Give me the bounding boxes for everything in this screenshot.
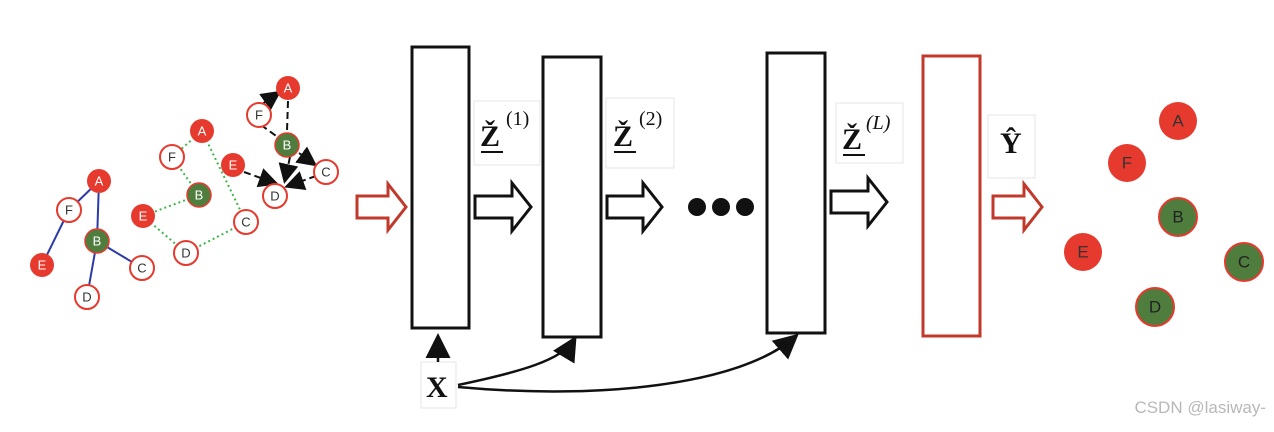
graph1-node-e: E — [30, 253, 54, 277]
graph3-label-e: E — [229, 158, 238, 173]
x-label: X — [426, 371, 448, 404]
graph3-node-d: D — [262, 183, 288, 209]
graph3-label-a: A — [284, 81, 293, 96]
x-connections — [425, 333, 799, 393]
z1-label: Ž (1) — [480, 108, 529, 153]
graph1-node-f: F — [56, 197, 82, 223]
graph2-node-e: E — [131, 204, 155, 228]
z1-symbol: Ž — [480, 120, 500, 153]
output-node-e: E — [1064, 233, 1102, 271]
layer-box-2 — [541, 55, 603, 339]
graph1-label-d: D — [82, 290, 91, 305]
arrow-layerl-to-output — [829, 173, 889, 231]
yhat-label-box — [987, 114, 1036, 179]
graph1-label-c: C — [137, 261, 146, 276]
graph2-label-f: F — [168, 150, 176, 165]
graph3-label-f: F — [255, 108, 263, 123]
graph2-label-b: B — [195, 188, 204, 203]
graph1-node-a: A — [87, 169, 111, 193]
layer-box-l — [765, 51, 827, 335]
graph2-node-c: C — [233, 209, 259, 235]
graph1-node-b: B — [84, 228, 110, 254]
edge-e-d — [243, 168, 279, 188]
z2-symbol: Ž — [613, 120, 633, 153]
graph3-label-d: D — [270, 189, 279, 204]
output-graph: A F B E C D — [1064, 102, 1264, 327]
output-label-a: A — [1172, 112, 1184, 131]
output-label-b: B — [1172, 208, 1183, 227]
edge-a-c — [201, 130, 247, 223]
edge-f-b — [260, 124, 280, 139]
arrow-layer1-to-layer2 — [473, 178, 533, 236]
edge-b-c — [295, 146, 318, 167]
graph1-label-f: F — [65, 203, 73, 218]
zl-superscript: (L) — [866, 112, 891, 134]
z1-label-box — [473, 100, 541, 166]
graph3-node-f: F — [246, 102, 272, 128]
input-graph-1: A F B E C D — [30, 169, 155, 310]
output-node-d: D — [1135, 287, 1175, 327]
output-node-b: B — [1158, 197, 1198, 237]
graph3-node-a: A — [276, 76, 300, 100]
y-hat-label: Ŷ — [1000, 127, 1022, 160]
output-node-a: A — [1159, 102, 1197, 140]
graph3-label-c: C — [321, 165, 330, 180]
graph3-node-e: E — [221, 153, 245, 177]
graph2-label-c: C — [241, 215, 250, 230]
graph3-node-b: B — [274, 132, 300, 158]
output-layer-box — [921, 54, 982, 338]
graph3-node-c: C — [313, 159, 339, 185]
edge-b-d — [278, 156, 299, 184]
graph1-label-b: B — [93, 234, 102, 249]
watermark: CSDN @lasiway- — [1134, 398, 1266, 417]
input-graph-3: A F B E C D — [221, 76, 339, 209]
z1-superscript: (1) — [506, 108, 529, 130]
graph3-label-b: B — [283, 138, 292, 153]
graph1-node-c: C — [129, 255, 155, 281]
graph1-label-e: E — [38, 258, 47, 273]
edge-c-d — [284, 171, 317, 191]
ellipsis-dots — [688, 198, 754, 216]
input-graph-2: A F B E C D — [131, 119, 259, 266]
x-to-layerl-arrow — [457, 333, 799, 393]
zl-symbol: Ž — [842, 123, 862, 156]
layer-box-1 — [410, 45, 471, 330]
graph1-label-a: A — [95, 174, 104, 189]
graph2-node-d: D — [173, 240, 199, 266]
zl-label-box — [835, 102, 904, 164]
output-node-f: F — [1108, 144, 1146, 182]
arrow-layer2-to-dots — [605, 178, 664, 236]
z2-label-box — [605, 97, 675, 169]
zl-label: Ž (L) — [842, 112, 891, 156]
z2-superscript: (2) — [639, 108, 662, 130]
graph2-label-a: A — [198, 124, 207, 139]
x-label-box — [420, 361, 457, 409]
output-node-c: C — [1224, 242, 1264, 282]
output-label-f: F — [1122, 154, 1132, 173]
output-label-d: D — [1149, 298, 1161, 317]
input-arrow — [355, 179, 408, 235]
graph1-node-d: D — [74, 284, 100, 310]
graph2-node-f: F — [159, 144, 185, 170]
output-arrow — [991, 179, 1044, 235]
output-label-e: E — [1077, 243, 1088, 262]
edge-a-b — [286, 100, 289, 132]
output-label-c: C — [1238, 253, 1250, 272]
graph2-label-d: D — [181, 246, 190, 261]
graph2-node-b: B — [186, 182, 212, 208]
graph2-label-e: E — [139, 209, 148, 224]
x-to-layer2-arrow — [457, 335, 577, 387]
z2-label: Ž (2) — [613, 108, 662, 153]
graph2-node-a: A — [190, 119, 214, 143]
